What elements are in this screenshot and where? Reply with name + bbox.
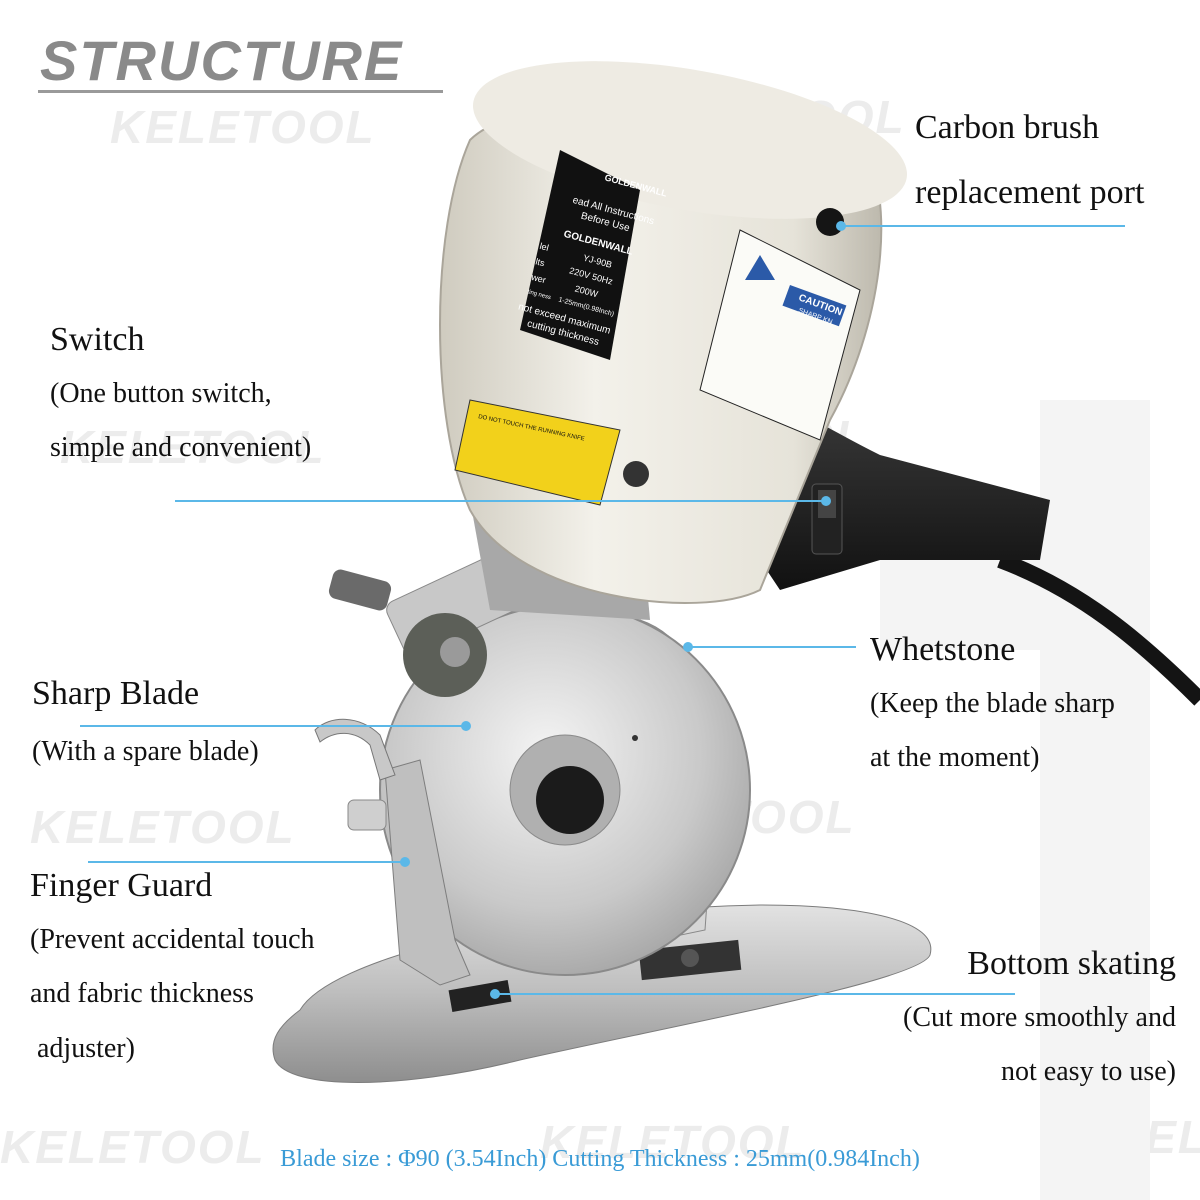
finger-guard-hook xyxy=(314,718,396,781)
background-shape xyxy=(1040,400,1150,1200)
carbon-brush-title: Carbon brush xyxy=(915,109,1100,146)
callout-dot xyxy=(683,642,693,652)
power-cord xyxy=(997,552,1200,706)
callout-dot xyxy=(400,857,410,867)
whetstone-description: at the moment) xyxy=(870,742,1040,774)
base-screw xyxy=(681,949,699,967)
callout-line-carbon-brush xyxy=(840,225,1125,227)
caution-header xyxy=(782,285,847,327)
caution-label xyxy=(699,229,861,441)
watermark: KELETOOL xyxy=(110,101,376,153)
callout-line-whetstone xyxy=(688,646,856,648)
specs-footer: Blade size : Φ90 (3.54Inch) Cutting Thic… xyxy=(280,1146,920,1172)
callout-dot xyxy=(461,721,471,731)
whetstone-center xyxy=(440,637,470,667)
bottom-skating-description: not easy to use) xyxy=(1001,1056,1176,1088)
switch-title: Switch xyxy=(50,321,145,358)
sharp-blade-title: Sharp Blade xyxy=(32,675,200,712)
whetstone-title: Whetstone xyxy=(870,631,1016,668)
carbon-brush-title: replacement port xyxy=(915,173,1145,211)
whetstone-description: (Keep the blade sharp xyxy=(870,687,1115,719)
background-shape xyxy=(880,560,1150,650)
model-label: lel xyxy=(539,241,550,253)
warning-triangle-icon xyxy=(745,255,775,280)
spring xyxy=(328,569,392,611)
bottom-skating-title: Bottom skating xyxy=(967,945,1176,982)
volts-label: lts xyxy=(534,256,546,268)
blade-nut-icon xyxy=(536,766,604,834)
sharp-blade-label: Sharp Blade (With a spare blade) xyxy=(32,674,259,779)
switch-description: simple and convenient) xyxy=(50,432,312,464)
bottom-skating-description: (Cut more smoothly and xyxy=(903,1001,1176,1033)
callout-line-finger-guard xyxy=(88,861,408,863)
finger-guard-label: Finger Guard (Prevent accidental touch a… xyxy=(30,866,315,1077)
brand-logo-icon xyxy=(623,461,649,487)
watermark: KELETOOL xyxy=(30,801,296,853)
callout-line-sharp-blade xyxy=(80,725,470,727)
yellow-warning-label xyxy=(454,399,621,506)
finger-guard xyxy=(384,759,471,986)
watermark: KELETOOL xyxy=(540,1116,806,1168)
watermark: KELETOOL xyxy=(60,421,326,473)
whetstone-label: Whetstone (Keep the blade sharp at the m… xyxy=(870,630,1115,786)
blade-hole xyxy=(632,735,638,741)
finger-guard-description: adjuster) xyxy=(30,1032,135,1064)
switch-label: Switch (One button switch, simple and co… xyxy=(50,320,311,476)
adjuster-knob xyxy=(347,799,387,831)
bottom-skating-label: Bottom skating (Cut more smoothly and no… xyxy=(860,944,1176,1100)
callout-dot xyxy=(821,496,831,506)
watermark: KELETOOL xyxy=(0,1121,266,1173)
callout-dot xyxy=(836,221,846,231)
base-slot xyxy=(448,979,512,1013)
switch-description: (One button switch, xyxy=(50,377,272,409)
power-label: wer xyxy=(529,272,547,286)
page-title: STRUCTURE xyxy=(40,29,404,92)
spec-label xyxy=(520,150,640,360)
title-underline xyxy=(38,90,443,93)
callout-line-bottom-skating xyxy=(495,993,1015,995)
callout-dot xyxy=(490,989,500,999)
carbon-brush-label: Carbon brush replacement port xyxy=(915,108,1144,214)
finger-guard-description: and fabric thickness xyxy=(30,978,254,1010)
finger-guard-title: Finger Guard xyxy=(30,867,213,904)
sharp-blade-description: (With a spare blade) xyxy=(32,735,259,767)
callout-line-switch xyxy=(175,500,825,502)
finger-guard-description: (Prevent accidental touch xyxy=(30,923,315,955)
